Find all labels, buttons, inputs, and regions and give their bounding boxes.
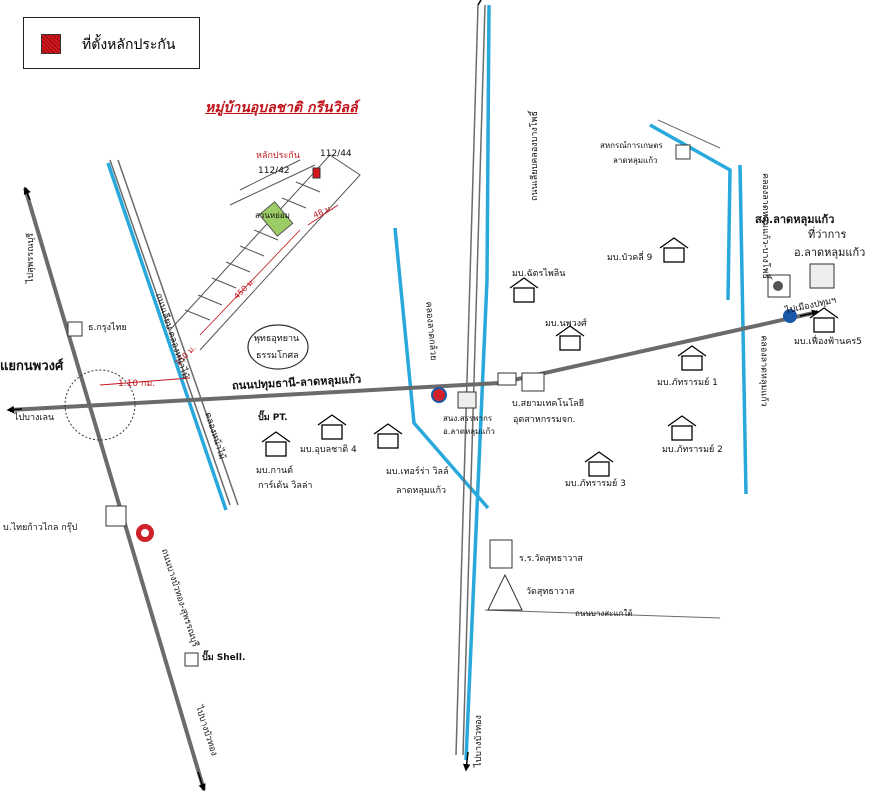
canal-lines (106, 4, 748, 761)
to-bangbuathong-right: ไปบางบัวทอง (473, 715, 484, 767)
vil-pattaram3-label: มบ.ภัทรารมย์ 3 (565, 479, 626, 489)
park-label: สวนหย่อม (255, 211, 290, 220)
canal-center (464, 4, 491, 761)
road-bangsakae: ถนนบางสะแกใต้ (575, 609, 633, 618)
pt-pump-label: ปั๊ม PT. (258, 413, 288, 423)
vil-ubon-label: มบ.อุบลชาติ 4 (300, 445, 357, 455)
shell-label: ปั๊ม Shell. (202, 653, 246, 663)
police-badge-icon (783, 309, 797, 323)
temple-park-label-2: ธรรมโกศล (256, 351, 299, 361)
canal-khlong-namai (106, 162, 228, 511)
road-lines (109, 4, 721, 756)
collateral-label: หลักประกัน (256, 151, 300, 161)
vil-terra-label-2: ลาดหลุมแก้ว (396, 486, 447, 496)
vil-karn-label-2: การ์เด้น วิลล่า (258, 481, 313, 491)
vil-pattaram1-label: มบ.ภัทรารมย์ 1 (657, 378, 718, 388)
legend-box: ที่ตั้งหลักประกัน (23, 17, 200, 69)
school-label: ร.ร.วัดสุทธาวาส (519, 554, 583, 564)
map-title: หมู่บ้านอุบลชาติ กรีนวิลล์ (205, 100, 358, 116)
lot-112-44: 112/44 (320, 149, 352, 159)
vil-chatri-label: มบ.ฉัตรไพลิน (512, 269, 566, 279)
district-office-label: ที่ว่าการ (808, 228, 847, 241)
house-icons (261, 237, 839, 477)
siam-tech-label-2: อุตสาหกรรมจก. (513, 415, 576, 425)
revenue-office-label: สนง.สรรพากร (443, 414, 493, 423)
thai-kaokai-label: บ.ไทยก้าวไกล กรุ๊ป (3, 523, 78, 533)
temple-label: วัดสุทธาวาส (526, 587, 575, 597)
vil-noppawong-label: มบ.นพวงศ์ (545, 319, 587, 329)
temple-park-circle (247, 324, 309, 370)
legend-swatch (41, 34, 61, 54)
building-boxes (67, 144, 791, 667)
vil-buakaew-label: มบ.บัวคลี่ 9 (607, 253, 653, 263)
junction-label: แยกนพวงศ์ (0, 359, 64, 374)
siam-tech-label: บ.สยามเทคโนโลยี (512, 399, 584, 409)
bank-ktb-label: ธ.กรุงไทย (88, 323, 127, 333)
distance-label: 1.10 กม. (118, 379, 156, 389)
temple-icon (487, 573, 523, 611)
khlong-far-right-label: คลองลาดหลุมแก้ว (758, 335, 769, 407)
garuda-icon (809, 263, 835, 289)
ptt-icon (431, 387, 447, 403)
collateral-marker (312, 167, 321, 179)
junction-circle (64, 369, 136, 441)
highway-suphan (23, 187, 206, 791)
to-suphan-label: ไปสุพรรณบุรี (26, 232, 37, 284)
vil-fuengfa-label: มบ.เฟื่องฟ้านคร5 (794, 337, 862, 347)
vil-karn-label: มบ.กานต์ (256, 466, 294, 476)
temple-park-label-1: พุทธอุทยาน (254, 334, 300, 344)
legend-label: ที่ตั้งหลักประกัน (82, 37, 176, 53)
khlong-right-label: คลองลาดหลุมแก้ว-บางโพธิ์ (760, 172, 771, 280)
revenue-office-label-2: อ.ลาดหลุมแก้ว (443, 427, 495, 436)
vil-pattaram2-label: มบ.ภัทรารมย์ 2 (662, 445, 723, 455)
canal-road-right: ถนนเลียบคลองบางโพธิ์ (530, 110, 541, 202)
police-label: สภ.ลาดหลุมแก้ว (755, 213, 835, 226)
canal-right-top (649, 123, 732, 301)
lot-112-42: 112/42 (258, 166, 290, 176)
coop-label-2: ลาดหลุมแก้ว (613, 156, 658, 165)
to-banglen-label: ไปบางเลน (14, 413, 55, 423)
village-plot (169, 154, 361, 351)
coop-label: สหกรณ์การเกษตร (600, 141, 663, 150)
school-icon (489, 539, 513, 569)
district-office-label-2: อ.ลาดหลุมแก้ว (794, 246, 866, 259)
park-patch (258, 201, 294, 237)
vil-terra-label: มบ.เทอร์ร่า วิลล์ (386, 467, 449, 477)
